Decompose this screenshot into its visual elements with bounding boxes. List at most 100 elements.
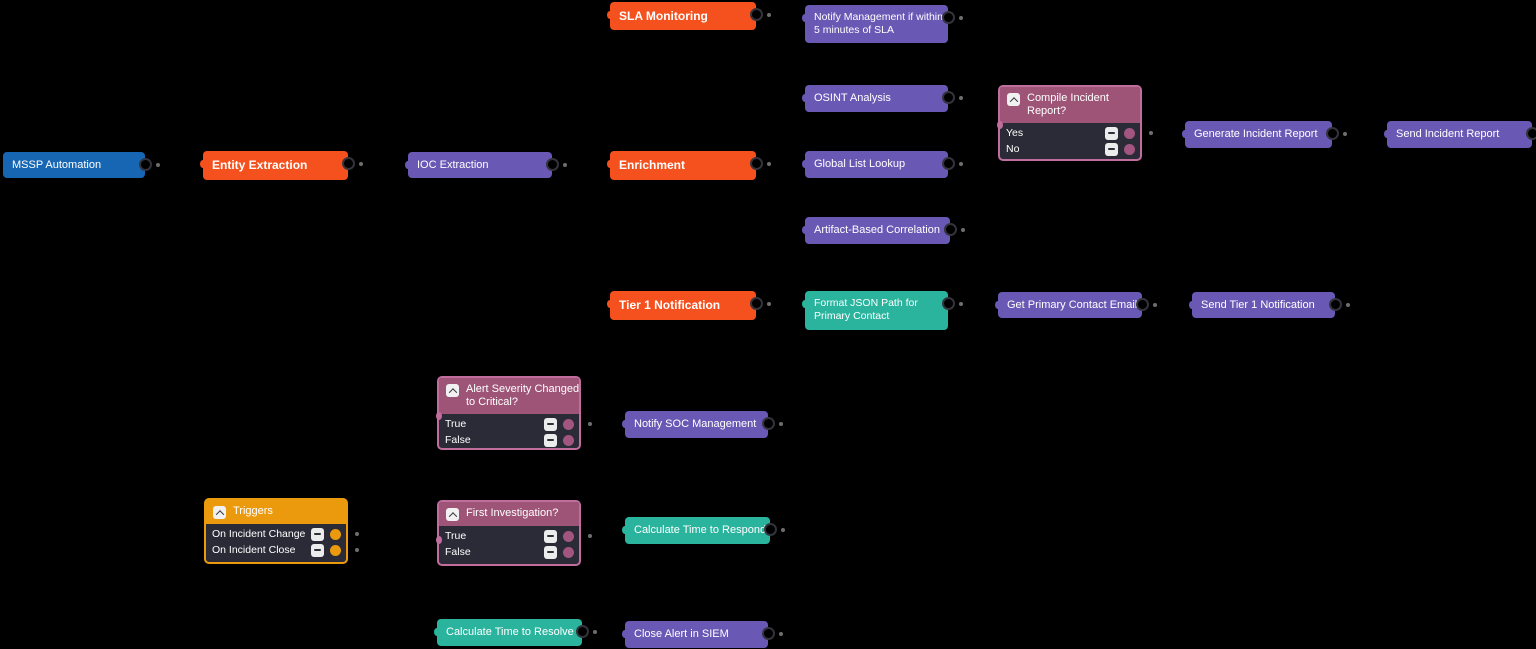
- option-node-header: First Investigation?: [439, 502, 579, 526]
- node-label: Global List Lookup: [814, 158, 906, 170]
- output-connector[interactable]: [944, 223, 957, 236]
- input-connector: [995, 301, 1001, 309]
- chevron-up-icon: [446, 384, 459, 397]
- input-connector: [802, 160, 808, 168]
- node-label: Calculate Time to Respond: [634, 524, 767, 536]
- link-stub: [1149, 131, 1153, 135]
- option-output-connector[interactable]: [330, 528, 341, 540]
- collapse-toggle[interactable]: [311, 543, 324, 557]
- output-connector[interactable]: [139, 158, 152, 171]
- option-output-connector[interactable]: [1124, 127, 1135, 139]
- link-stub: [781, 528, 785, 532]
- option-output-connector[interactable]: [563, 434, 574, 446]
- link-stub: [1346, 303, 1350, 307]
- option-output-connector[interactable]: [563, 530, 574, 542]
- link-stub: [588, 534, 592, 538]
- collapse-toggle[interactable]: [1105, 142, 1118, 156]
- output-connector[interactable]: [764, 523, 777, 536]
- collapse-toggle[interactable]: [544, 529, 557, 543]
- node-artifact-based-correlation[interactable]: Artifact-Based Correlation: [802, 217, 965, 244]
- input-connector: [200, 160, 206, 168]
- input-connector: [607, 300, 613, 308]
- node-calculate-time-to-resolve[interactable]: Calculate Time to Resolve: [434, 619, 597, 646]
- node-entity-extraction[interactable]: Entity Extraction: [200, 151, 363, 180]
- input-connector: [622, 630, 628, 638]
- output-connector[interactable]: [750, 157, 763, 170]
- option-label: Yes: [1006, 126, 1024, 139]
- link-stub: [563, 163, 567, 167]
- node-global-list-lookup[interactable]: Global List Lookup: [802, 151, 963, 178]
- node-triggers[interactable]: Triggers On Incident Change On Incident Cl…: [204, 498, 359, 564]
- node-calculate-time-to-respond[interactable]: Calculate Time to Respond: [622, 517, 785, 544]
- node-tier-1-notification[interactable]: Tier 1 Notification: [607, 291, 771, 320]
- input-connector: [802, 300, 808, 308]
- output-connector[interactable]: [762, 627, 775, 640]
- node-mssp-automation[interactable]: MSSP Automation: [3, 152, 160, 178]
- output-connector[interactable]: [942, 91, 955, 104]
- input-connector: [434, 628, 440, 636]
- output-connector[interactable]: [750, 8, 763, 21]
- node-send-incident-report[interactable]: Send Incident Report: [1384, 121, 1536, 148]
- node-send-tier-1-notification[interactable]: Send Tier 1 Notification: [1189, 292, 1350, 318]
- option-node-header: Triggers: [206, 500, 346, 524]
- output-connector[interactable]: [942, 297, 955, 310]
- link-stub: [1153, 303, 1157, 307]
- node-close-alert-in-siem[interactable]: Close Alert in SIEM: [622, 621, 783, 648]
- node-notify-management-sla[interactable]: Notify Management if within 5 minutes of…: [802, 5, 963, 43]
- option-output-connector[interactable]: [330, 544, 341, 556]
- output-connector[interactable]: [750, 297, 763, 310]
- output-connector[interactable]: [1326, 127, 1339, 140]
- link-stub: [156, 163, 160, 167]
- collapse-toggle[interactable]: [544, 545, 557, 559]
- output-connector[interactable]: [1136, 298, 1149, 311]
- node-label: Format JSON Path for Primary Contact: [814, 297, 918, 322]
- option-output-connector[interactable]: [1124, 143, 1135, 155]
- collapse-toggle[interactable]: [544, 417, 557, 431]
- node-title: Triggers: [233, 505, 273, 517]
- option-label: On Incident Change: [212, 527, 306, 540]
- option-output-connector[interactable]: [563, 418, 574, 430]
- output-connector[interactable]: [942, 11, 955, 24]
- output-connector[interactable]: [576, 625, 589, 638]
- node-title: Alert Severity Changed to Critical?: [466, 383, 580, 408]
- node-generate-incident-report[interactable]: Generate Incident Report: [1182, 121, 1347, 148]
- output-connector[interactable]: [1329, 298, 1342, 311]
- input-connector: [997, 121, 1003, 129]
- output-connector[interactable]: [342, 157, 355, 170]
- link-stub: [355, 532, 359, 536]
- option-node-header: Compile Incident Report?: [1000, 87, 1140, 123]
- collapse-toggle[interactable]: [311, 527, 324, 541]
- node-ioc-extraction[interactable]: IOC Extraction: [405, 152, 567, 178]
- node-notify-soc-management[interactable]: Notify SOC Management: [622, 411, 783, 438]
- link-stub: [959, 16, 963, 20]
- node-get-primary-contact-email[interactable]: Get Primary Contact Email: [995, 292, 1157, 318]
- node-enrichment[interactable]: Enrichment: [607, 151, 771, 180]
- node-osint-analysis[interactable]: OSINT Analysis: [802, 85, 963, 112]
- node-label: Generate Incident Report: [1194, 128, 1318, 140]
- input-connector: [802, 226, 808, 234]
- input-connector: [607, 11, 613, 19]
- collapse-toggle[interactable]: [1105, 126, 1118, 140]
- output-connector[interactable]: [1526, 127, 1536, 140]
- output-connector[interactable]: [546, 158, 559, 171]
- node-label: Artifact-Based Correlation: [814, 224, 940, 236]
- option-row: On Incident Close: [206, 542, 359, 558]
- output-connector[interactable]: [762, 417, 775, 430]
- link-stub: [767, 162, 771, 166]
- node-label: Get Primary Contact Email: [1007, 298, 1138, 311]
- output-connector[interactable]: [942, 157, 955, 170]
- node-sla-monitoring[interactable]: SLA Monitoring: [607, 2, 771, 30]
- node-label: MSSP Automation: [12, 158, 102, 171]
- node-format-json-path[interactable]: Format JSON Path for Primary Contact: [802, 291, 963, 330]
- input-connector: [1189, 301, 1195, 309]
- node-label: OSINT Analysis: [814, 92, 891, 104]
- node-label: Entity Extraction: [212, 158, 308, 172]
- option-output-connector[interactable]: [563, 546, 574, 558]
- input-connector: [1182, 130, 1188, 138]
- link-stub: [779, 422, 783, 426]
- collapse-toggle[interactable]: [544, 433, 557, 447]
